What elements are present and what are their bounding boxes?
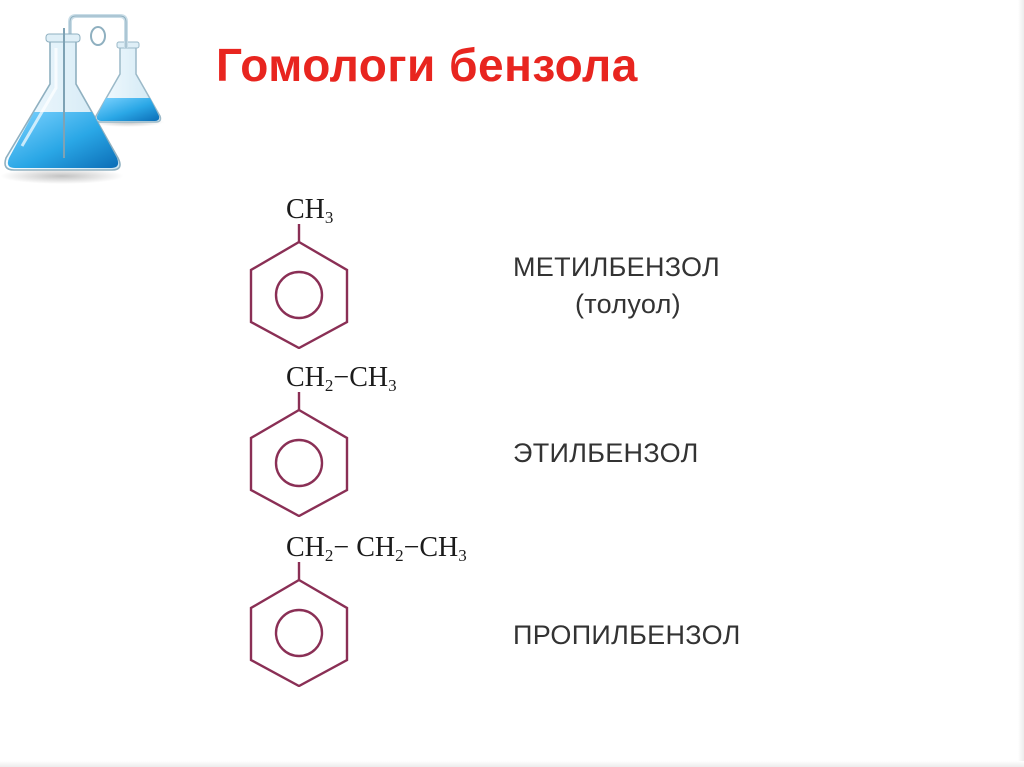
benzene-ring — [249, 224, 349, 349]
formula-propyl: CH2− CH2−CH3 — [286, 532, 467, 565]
chemistry-flasks-icon — [0, 14, 164, 184]
benzene-ring — [249, 562, 349, 687]
slide-title: Гомологи бензола — [216, 39, 638, 91]
formula-ethyl: CH2−CH3 — [286, 362, 397, 395]
slide-edge-shadow — [1018, 0, 1024, 767]
benzene-ring — [249, 392, 349, 517]
formula-methyl: CH3 — [286, 194, 334, 227]
compound-name-propylbenzene: ПРОПИЛБЕНЗОЛ — [513, 620, 741, 650]
compound-alt-name-toluene: (толуол) — [575, 289, 681, 319]
slide-edge-shadow — [0, 761, 1024, 767]
compound-name-methylbenzene: МЕТИЛБЕНЗОЛ — [513, 252, 721, 282]
formula-figure — [236, 170, 854, 710]
compound-name-ethylbenzene: ЭТИЛБЕНЗОЛ — [513, 438, 699, 468]
